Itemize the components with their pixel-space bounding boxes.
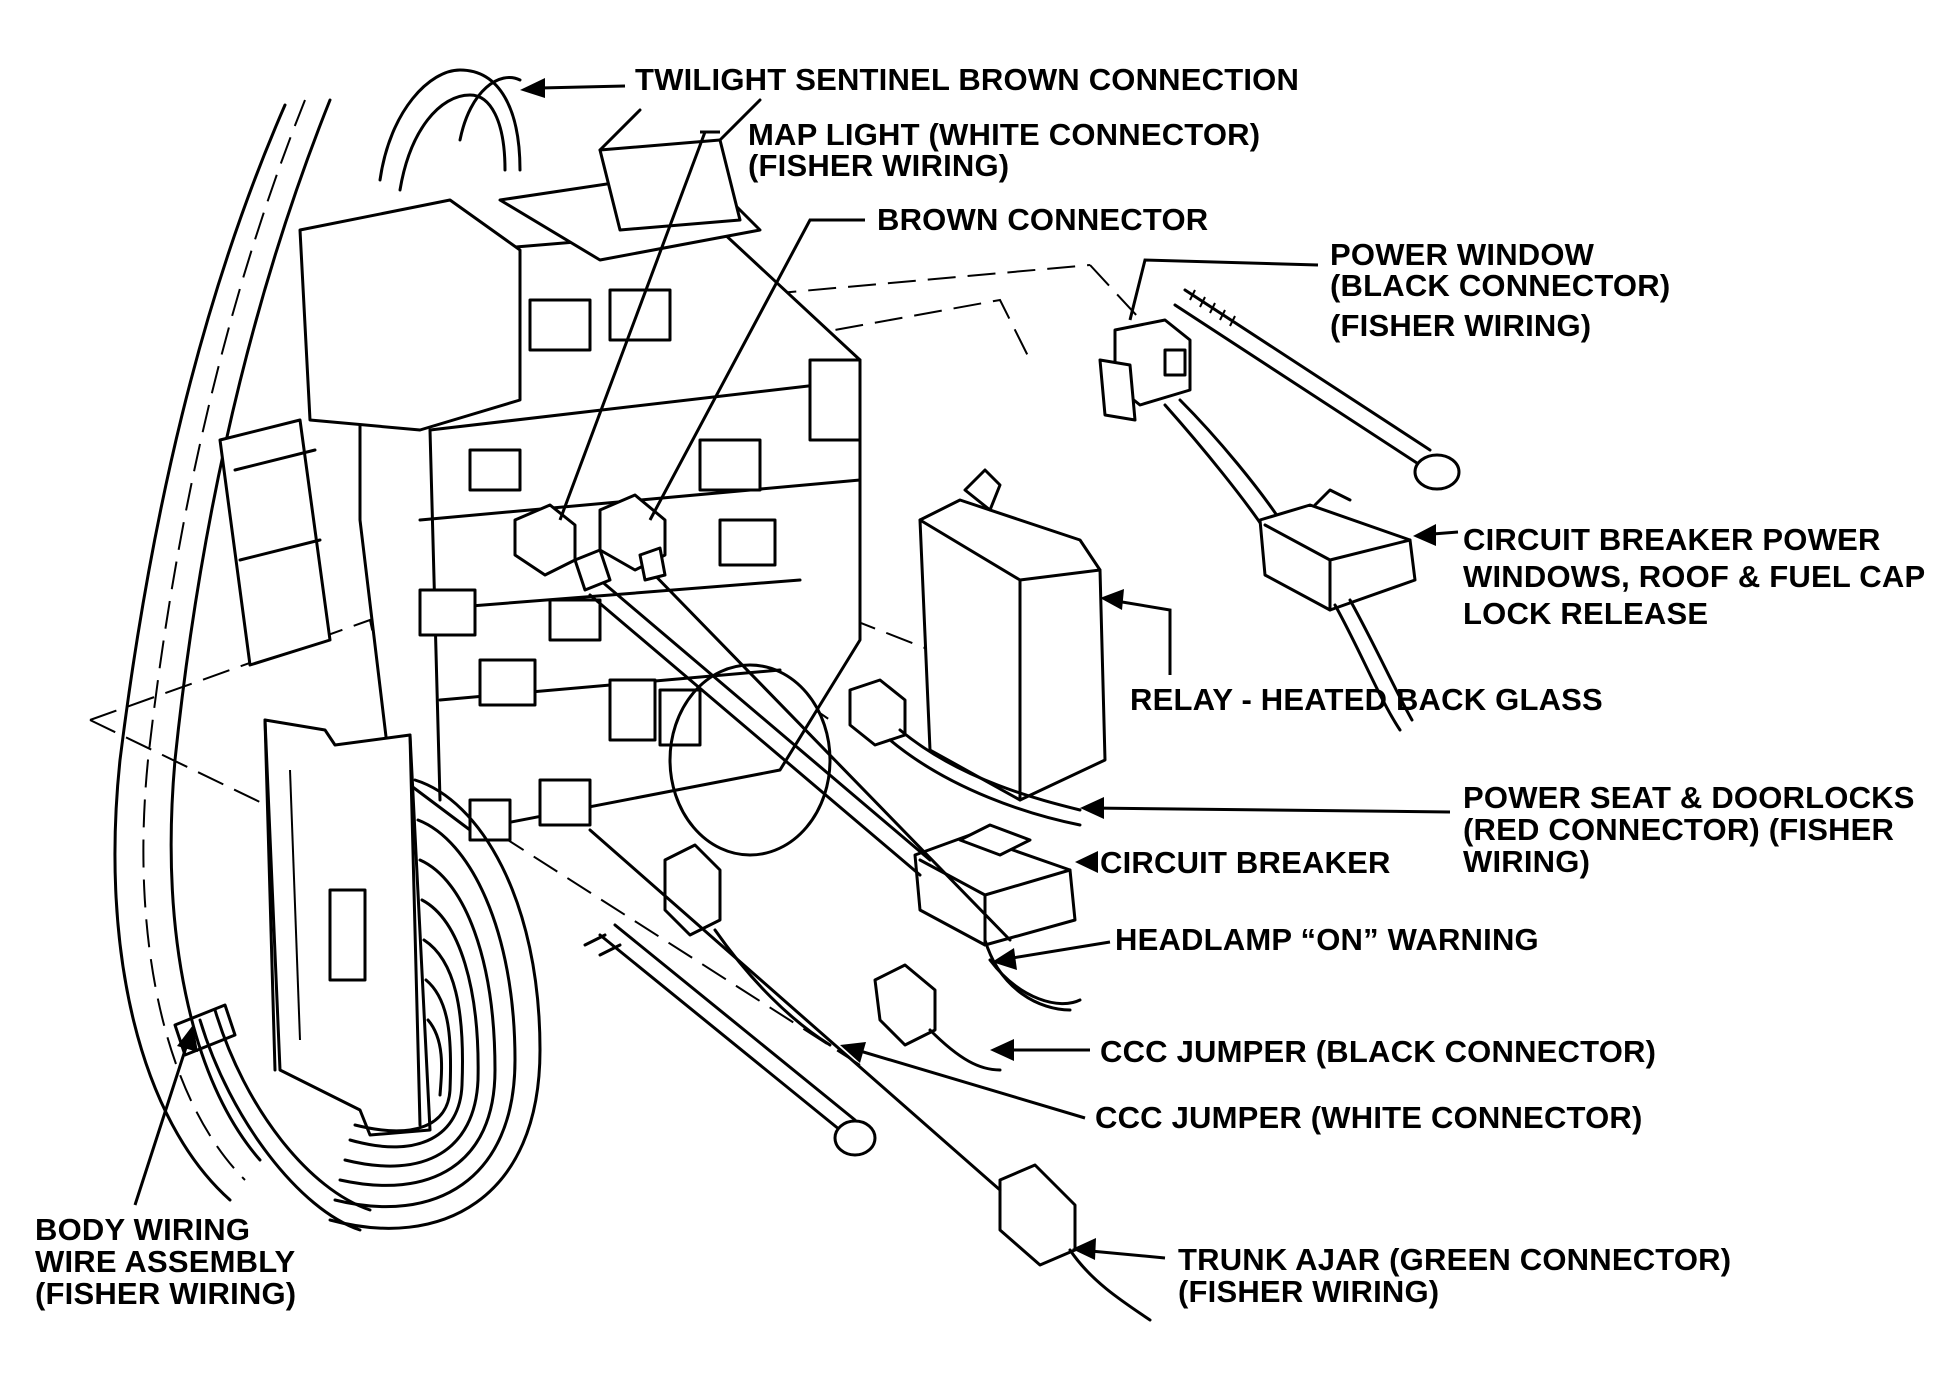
brown-connector <box>598 493 667 582</box>
callout-labels: TWILIGHT SENTINEL BROWN CONNECTION MAP L… <box>35 62 1925 1311</box>
label-body-wiring-line3: (FISHER WIRING) <box>35 1276 296 1311</box>
label-trunk-ajar-line2: (FISHER WIRING) <box>1178 1274 1439 1309</box>
power-window-assembly <box>1098 288 1461 532</box>
label-power-window-line1: POWER WINDOW <box>1330 237 1595 272</box>
label-twilight-sentinel: TWILIGHT SENTINEL BROWN CONNECTION <box>635 62 1299 97</box>
power-seat-connector <box>848 678 1082 827</box>
relay-heated-back-glass <box>918 468 1107 802</box>
label-ccc-jumper-white: CCC JUMPER (WHITE CONNECTOR) <box>1095 1100 1643 1135</box>
label-brown-connector: BROWN CONNECTOR <box>877 202 1208 237</box>
circuit-breaker <box>588 578 1077 1012</box>
circuit-breaker-power-windows <box>1258 488 1417 732</box>
label-body-wiring-line2: WIRE ASSEMBLY <box>35 1244 296 1279</box>
label-body-wiring-line1: BODY WIRING <box>35 1212 250 1247</box>
leader-lines <box>133 78 1459 1260</box>
harness-loops <box>173 778 542 1232</box>
fuse-block <box>218 98 862 857</box>
label-power-window-line3: (FISHER WIRING) <box>1330 308 1591 343</box>
diagram-artwork <box>89 68 1461 1322</box>
label-circuit-breaker: CIRCUIT BREAKER <box>1100 845 1391 880</box>
headlamp-wire <box>638 558 1082 1006</box>
label-power-seat-line1: POWER SEAT & DOORLOCKS <box>1463 780 1915 815</box>
label-map-light-line1: MAP LIGHT (WHITE CONNECTOR) <box>748 117 1260 152</box>
label-circuit-breaker-power-line3: LOCK RELEASE <box>1463 596 1708 631</box>
label-power-window-line2: (BLACK CONNECTOR) <box>1330 268 1670 303</box>
harness-outer-curves <box>113 98 332 1202</box>
label-power-seat-line3: WIRING) <box>1463 844 1590 879</box>
label-map-light-line2: (FISHER WIRING) <box>748 148 1009 183</box>
label-headlamp-warning: HEADLAMP “ON” WARNING <box>1115 922 1539 957</box>
label-circuit-breaker-power-line2: WINDOWS, ROOF & FUEL CAP <box>1463 559 1925 594</box>
label-relay-heated-back-glass: RELAY - HEATED BACK GLASS <box>1130 682 1603 717</box>
ccc-jumper-connectors <box>663 843 1002 1072</box>
label-power-seat-line2: (RED CONNECTOR) (FISHER <box>1463 812 1894 847</box>
body-wiring-connector <box>263 718 432 1137</box>
label-ccc-jumper-black: CCC JUMPER (BLACK CONNECTOR) <box>1100 1034 1656 1069</box>
label-circuit-breaker-power-line1: CIRCUIT BREAKER POWER <box>1463 522 1881 557</box>
label-trunk-ajar-line1: TRUNK AJAR (GREEN CONNECTOR) <box>1178 1242 1731 1277</box>
map-light-connector <box>513 503 612 592</box>
twilight-harness <box>378 68 522 192</box>
